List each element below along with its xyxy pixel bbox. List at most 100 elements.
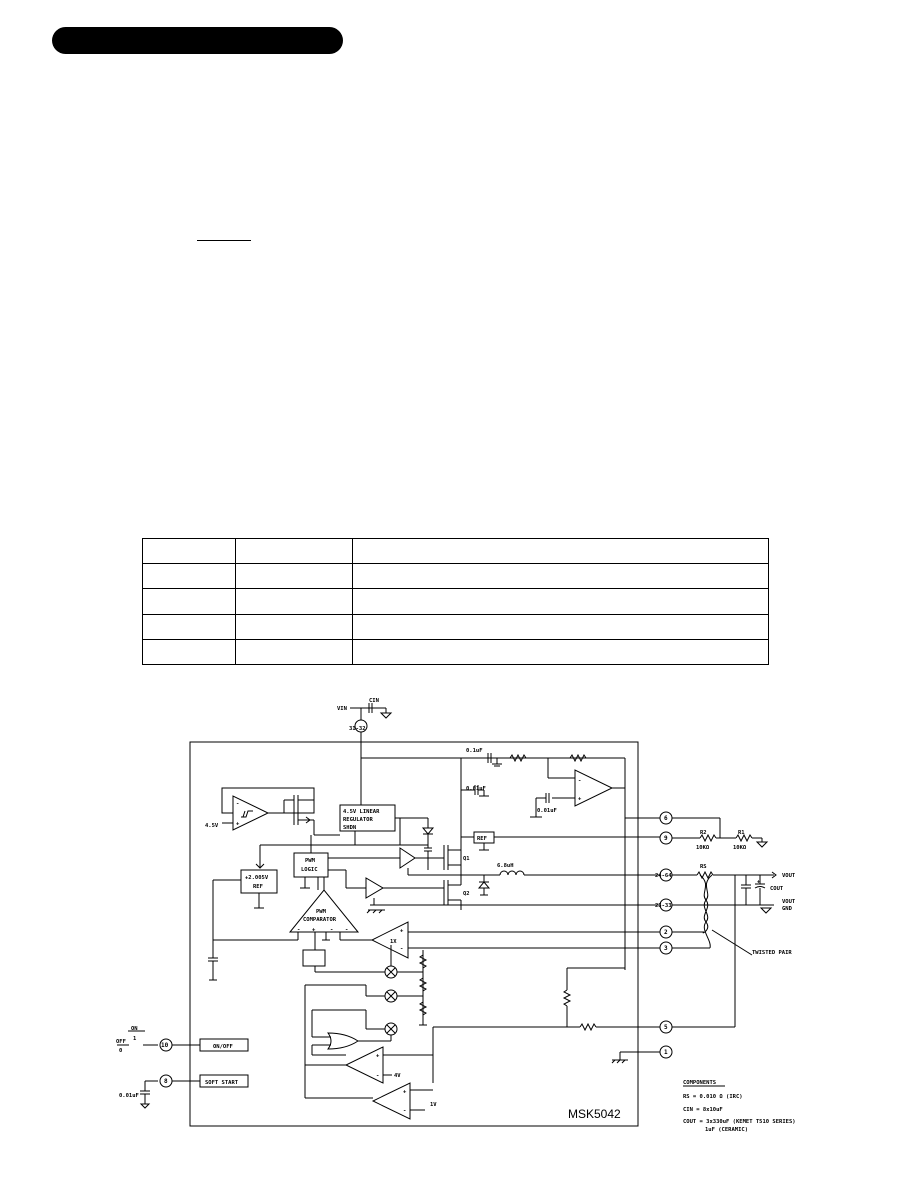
pwm-comp-label-2: COMPARATOR xyxy=(303,917,337,923)
table-cell xyxy=(352,588,769,615)
or-gate xyxy=(327,1032,359,1050)
pin-5-label: 5 xyxy=(664,1024,668,1031)
pwm-logic-label-2: LOGIC xyxy=(301,867,318,873)
resistor-r2 xyxy=(699,833,717,843)
table-cell xyxy=(352,537,769,565)
cap-001uf-label-b: 0.01uF xyxy=(537,808,557,814)
rs-label: RS xyxy=(700,864,707,870)
pin-vin-label: 31-32 xyxy=(349,726,366,732)
cin-label: CIN xyxy=(369,698,379,704)
r2-value: 10KΩ xyxy=(696,845,710,851)
r1-value: 10KΩ xyxy=(733,845,747,851)
vout-gnd-label-2: GND xyxy=(782,906,793,912)
on-off-block xyxy=(199,1038,249,1052)
r2-label: R2 xyxy=(700,830,707,836)
vref-label-1: +2.005V xyxy=(245,875,269,881)
svg-text:-: - xyxy=(330,927,333,933)
r1-label: R1 xyxy=(738,830,745,836)
cout-label: COUT xyxy=(770,886,784,892)
table-cell xyxy=(235,563,353,590)
svg-text:-: - xyxy=(400,946,403,952)
linear-regulator-block xyxy=(339,804,396,832)
components-cout-1: COUT = 3x330uF (KEMET T510 SERIES) xyxy=(683,1119,796,1125)
pwm-comparator xyxy=(288,889,360,933)
on-off-label: ON/OFF xyxy=(213,1044,233,1050)
diode xyxy=(421,827,435,835)
pin-10-label: 10 xyxy=(161,1042,169,1049)
table-cell xyxy=(235,537,353,565)
svg-text:-: - xyxy=(345,927,348,933)
components-title: COMPONENTS xyxy=(683,1080,716,1086)
pwm-logic-block xyxy=(293,852,329,878)
svg-text:-: - xyxy=(376,1073,379,1079)
svg-text:+: + xyxy=(403,1089,407,1095)
ref-label: REF xyxy=(477,836,487,842)
pin-2-label: 2 xyxy=(664,929,668,936)
on-label: ON xyxy=(131,1026,138,1032)
linreg-label-1: 4.5V LINEAR xyxy=(343,809,380,815)
vout-label: VOUT xyxy=(782,873,796,879)
svg-text:-: - xyxy=(297,927,300,933)
table-row xyxy=(142,537,769,565)
table-row xyxy=(142,613,769,640)
table-cell xyxy=(352,563,769,590)
unity-gain-amplifier xyxy=(370,921,409,959)
table-cell xyxy=(352,638,769,666)
pin-3-label: 3 xyxy=(664,945,668,952)
table-cell xyxy=(142,638,236,666)
inductor xyxy=(499,870,525,876)
header-bar xyxy=(52,27,343,54)
pin-8-label: 8 xyxy=(164,1078,168,1085)
svg-text:-: - xyxy=(403,1108,406,1114)
overline-rule xyxy=(197,240,251,241)
amp-1x-label: 1X xyxy=(390,939,397,945)
table-cell xyxy=(142,588,236,615)
pin-table xyxy=(142,537,769,666)
svg-text:+: + xyxy=(236,821,240,827)
resistor xyxy=(569,753,587,763)
svg-text:+: + xyxy=(400,928,404,934)
error-amplifier xyxy=(574,769,614,807)
soft-start-cap-label: 0.01uF xyxy=(119,1093,139,1099)
low-side-driver xyxy=(365,877,384,899)
components-cin: CIN = 8x10uF xyxy=(683,1107,723,1113)
resistor xyxy=(562,989,572,1007)
model-number: MSK5042 xyxy=(568,1107,621,1121)
overvoltage-comparator xyxy=(344,1046,384,1084)
twisted-pair-wire-b xyxy=(703,874,713,949)
hysteresis-comparator xyxy=(232,795,270,831)
soft-start-label: SOFT START xyxy=(205,1080,239,1086)
pin-6-label: 6 xyxy=(664,815,668,822)
pin-gnd-label: 23-33 xyxy=(655,903,672,909)
zero-label: 0 xyxy=(119,1048,122,1054)
vref-label-2: REF xyxy=(253,884,263,890)
resistor-r1 xyxy=(735,833,753,843)
pin-power-label: 24-64 xyxy=(655,873,672,879)
linreg-label-2: REGULATOR xyxy=(343,817,373,823)
q2-label: Q2 xyxy=(463,891,470,897)
latch-block xyxy=(302,949,326,967)
one-label: 1 xyxy=(133,1036,137,1042)
soft-start-block xyxy=(199,1074,249,1088)
off-label: OFF xyxy=(116,1039,126,1045)
pwm-comp-label-1: PWM xyxy=(316,909,327,915)
svg-text:+: + xyxy=(578,796,582,802)
svg-text:+: + xyxy=(312,927,316,933)
twisted-pair-label: TWISTED PAIR xyxy=(752,950,792,956)
table-cell xyxy=(142,563,236,590)
components-rs: RS = 0.010 Ω (IRC) xyxy=(683,1094,743,1100)
table-row xyxy=(142,638,769,666)
resistor xyxy=(509,753,527,763)
table-row xyxy=(142,563,769,590)
inductor-label: 6.8uH xyxy=(497,863,514,869)
v45-label: 4.5V xyxy=(205,823,219,829)
sense-resistor xyxy=(696,870,714,880)
resistor xyxy=(579,1022,597,1032)
pin-1-label: 1 xyxy=(664,1049,668,1056)
table-cell xyxy=(235,588,353,615)
table-row xyxy=(142,588,769,615)
svg-text:+: + xyxy=(376,1053,380,1059)
v4-label: 4V xyxy=(394,1073,401,1079)
module-outline xyxy=(189,741,639,1127)
